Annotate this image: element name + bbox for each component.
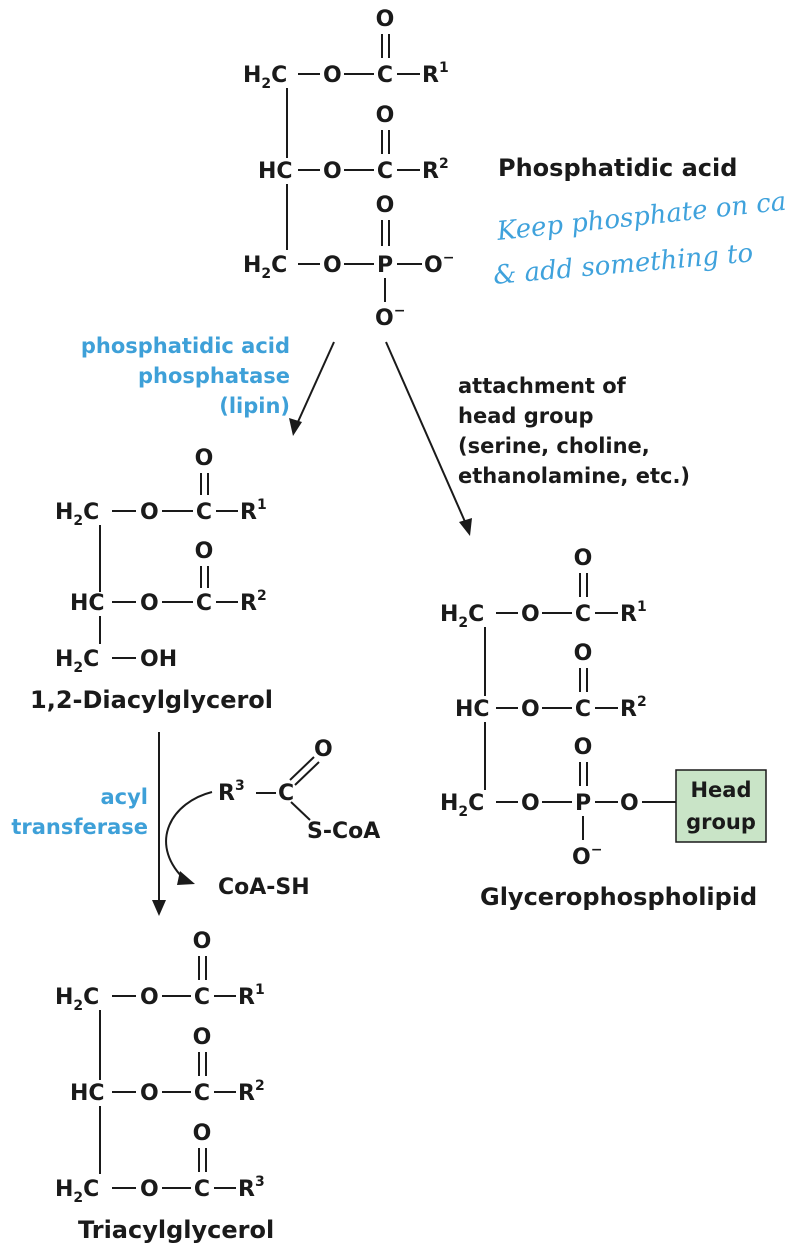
svg-text:(lipin): (lipin) [219, 394, 290, 418]
pa-row1-carbonyl-o: O [376, 7, 395, 32]
coa-sh: CoA-SH [218, 875, 310, 900]
pa-row2-carbonyl-c: C [377, 159, 393, 184]
svg-text:O−: O− [572, 842, 602, 870]
svg-text:C: C [196, 500, 212, 525]
svg-text:O: O [140, 500, 159, 525]
svg-text:HC: HC [70, 591, 105, 616]
head-group-attachment-arrow [385, 341, 472, 536]
svg-text:OH: OH [140, 647, 177, 672]
svg-text:R2: R2 [620, 694, 647, 722]
pa-row2-carbon: HC [258, 159, 293, 184]
handwritten-note-line2: & add something to [492, 238, 754, 291]
svg-text:HC: HC [455, 697, 490, 722]
svg-text:R3: R3 [238, 1174, 265, 1202]
svg-text:O: O [140, 591, 159, 616]
svg-text:H2C: H2C [55, 985, 99, 1014]
svg-text:H2C: H2C [55, 500, 99, 529]
svg-text:O: O [521, 602, 540, 627]
svg-text:C: C [194, 985, 210, 1010]
svg-text:R2: R2 [240, 588, 267, 616]
svg-text:R3: R3 [218, 778, 245, 806]
pa-o-minus-bottom: O− [375, 303, 405, 331]
svg-text:acyl: acyl [100, 785, 148, 809]
pa-row1-ester-o: O [323, 63, 342, 88]
svg-text:C: C [575, 697, 591, 722]
glycerophospholipid-label: Glycerophospholipid [480, 883, 757, 911]
pa-row3-carbon: H2C [243, 253, 287, 282]
svg-text:H2C: H2C [55, 647, 99, 676]
svg-text:O: O [574, 546, 593, 571]
pa-row2-carbonyl-o: O [376, 103, 395, 128]
svg-text:C: C [278, 781, 294, 806]
pa-row1-carbonyl-c: C [377, 63, 393, 88]
svg-text:attachment of: attachment of [458, 374, 627, 398]
acyl-coa-structure: R3 C O S-CoA [218, 737, 380, 844]
head-group-attachment-label: attachment of head group (serine, cholin… [458, 374, 690, 488]
svg-text:O: O [195, 539, 214, 564]
svg-text:H2C: H2C [440, 791, 484, 820]
head-group-box: Head group [675, 769, 767, 843]
pa-row3-phosphoryl-o: O [376, 193, 395, 218]
pa-row1-r1: R1 [422, 60, 449, 88]
triacylglycerol-label: Triacylglycerol [78, 1216, 274, 1244]
svg-text:O: O [574, 641, 593, 666]
acyl-transferase-enzyme-label: acyl transferase [11, 785, 148, 839]
svg-text:R1: R1 [620, 599, 647, 627]
svg-text:C: C [575, 602, 591, 627]
svg-text:O: O [195, 446, 214, 471]
svg-text:(serine, choline,: (serine, choline, [458, 434, 650, 458]
acyl-transferase-arrow [152, 732, 213, 916]
glycerophospholipid-structure: O H2C O C R1 O HC O C R2 O H2C O P O O− [440, 546, 676, 870]
svg-text:O: O [193, 1025, 212, 1050]
svg-text:ethanolamine, etc.): ethanolamine, etc.) [458, 464, 690, 488]
phosphatidic-acid-label: Phosphatidic acid [498, 154, 737, 182]
svg-text:H2C: H2C [55, 1177, 99, 1206]
svg-text:O: O [521, 791, 540, 816]
svg-text:C: C [194, 1177, 210, 1202]
pa-row2-ester-o: O [323, 159, 342, 184]
svg-text:R2: R2 [238, 1078, 265, 1106]
svg-text:O: O [521, 697, 540, 722]
diacylglycerol-label: 1,2-Diacylglycerol [30, 686, 273, 714]
triacylglycerol-structure: O H2C O C R1 O HC O C R2 O H2C O C R3 [55, 929, 265, 1206]
lipin-enzyme-label: phosphatidic acid phosphatase (lipin) [81, 334, 290, 418]
svg-text:O: O [574, 735, 593, 760]
svg-text:HC: HC [70, 1081, 105, 1106]
svg-text:C: C [196, 591, 212, 616]
diacylglycerol-structure: O H2C O C R1 O HC O C R2 H2C OH [55, 446, 267, 676]
phosphatidic-acid-structure: O H2C O C R1 O HC O C R2 O H2C O P O− O− [243, 7, 454, 331]
svg-text:group: group [686, 810, 756, 834]
svg-text:R1: R1 [238, 982, 265, 1010]
svg-text:H2C: H2C [440, 602, 484, 631]
svg-text:transferase: transferase [11, 815, 148, 839]
s-coa: S-CoA [307, 819, 380, 844]
svg-text:O: O [314, 737, 333, 762]
svg-text:O: O [193, 1121, 212, 1146]
svg-text:R1: R1 [240, 497, 267, 525]
svg-text:C: C [194, 1081, 210, 1106]
handwritten-note: Keep phosphate on carb & add something t… [492, 184, 786, 291]
lipin-arrow [289, 341, 335, 436]
pa-row3-ester-o: O [323, 253, 342, 278]
pa-row1-carbon: H2C [243, 63, 287, 92]
svg-text:head group: head group [458, 404, 594, 428]
pa-o-minus-right: O− [424, 250, 454, 278]
svg-text:P: P [575, 791, 591, 816]
pa-phosphorus: P [377, 253, 393, 278]
pa-row2-r2: R2 [422, 156, 449, 184]
svg-text:O: O [620, 791, 639, 816]
svg-text:O: O [193, 929, 212, 954]
svg-text:O: O [140, 1177, 159, 1202]
svg-text:O: O [140, 985, 159, 1010]
svg-text:Head: Head [690, 778, 751, 802]
svg-text:phosphatase: phosphatase [138, 364, 290, 388]
svg-text:O: O [140, 1081, 159, 1106]
handwritten-note-line1: Keep phosphate on carb [495, 184, 786, 247]
svg-text:phosphatidic acid: phosphatidic acid [81, 334, 290, 358]
